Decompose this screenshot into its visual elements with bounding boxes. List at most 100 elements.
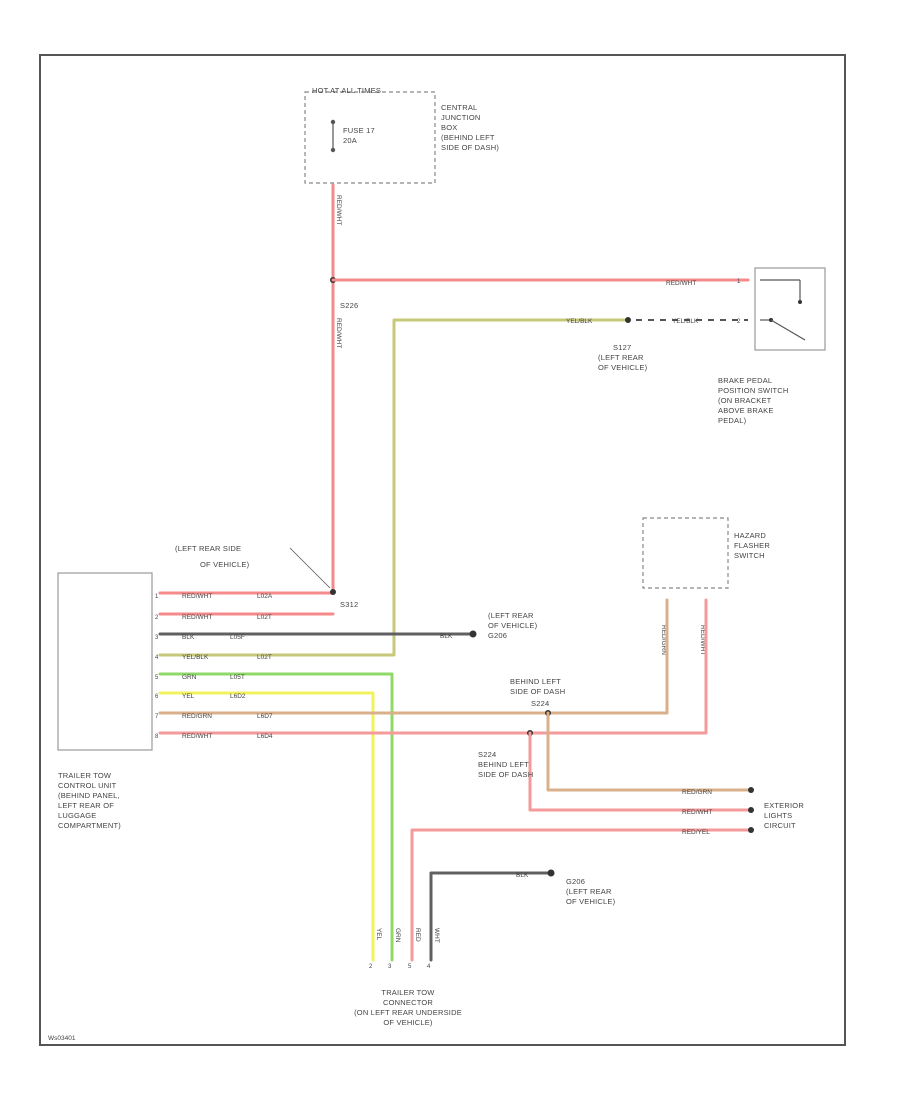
row-7-circuit: L6D7 bbox=[257, 713, 273, 720]
s312-splice bbox=[330, 589, 336, 595]
control-unit-label-4: LEFT REAR OF bbox=[58, 801, 114, 810]
g206-label-3: G206 bbox=[488, 631, 507, 640]
connector-label-4: OF VEHICLE) bbox=[383, 1018, 433, 1027]
left-rear-side-label-1: (LEFT REAR SIDE bbox=[175, 544, 241, 553]
connector-wire-yel: YEL bbox=[375, 928, 382, 941]
hazard-wire-label-left: RED/GRN bbox=[660, 625, 667, 655]
row-5-color: GRN bbox=[182, 674, 197, 681]
g206-bottom-label-2: (LEFT REAR bbox=[566, 887, 612, 896]
connector-wire-wht: WHT bbox=[433, 928, 440, 943]
behind-left-dash-label-1: BEHIND LEFT bbox=[510, 677, 561, 686]
g206-label-2: OF VEHICLE) bbox=[488, 621, 538, 630]
row-7-color: RED/GRN bbox=[182, 713, 212, 720]
brake-label-3: (ON BRACKET bbox=[718, 396, 772, 405]
wire-red-green-out bbox=[546, 711, 750, 792]
s224-behind-label-2: BEHIND LEFT bbox=[478, 760, 529, 769]
wire-label-red-grn-out: RED/GRN bbox=[682, 789, 712, 796]
behind-left-dash-label-2: SIDE OF DASH bbox=[510, 687, 565, 696]
wire-row-5-green bbox=[158, 672, 394, 962]
s224-behind-label-3: SIDE OF DASH bbox=[478, 770, 533, 779]
s312-label: S312 bbox=[340, 600, 358, 609]
connector-label-3: (ON LEFT REAR UNDERSIDE bbox=[354, 1008, 462, 1017]
ext-terminal-3 bbox=[748, 827, 754, 833]
hazard-label-2: FLASHER bbox=[734, 541, 770, 550]
control-unit-label-1: TRAILER TOW bbox=[58, 771, 112, 780]
wire-red-yellow-out bbox=[410, 828, 750, 962]
ext-terminal-2 bbox=[748, 807, 754, 813]
row-8-circuit: L6D4 bbox=[257, 733, 273, 740]
fuse-top-terminal bbox=[330, 119, 336, 125]
connector-pin-3: 3 bbox=[388, 964, 392, 970]
row-2-circuit: L02T bbox=[257, 614, 272, 621]
s127-label-3: OF VEHICLE) bbox=[598, 363, 648, 372]
left-rear-side-label-2: OF VEHICLE) bbox=[200, 560, 250, 569]
row-1-circuit: L02A bbox=[257, 593, 273, 600]
figure-id: Ws03401 bbox=[48, 1035, 76, 1042]
brake-switch-blade bbox=[770, 319, 806, 341]
control-unit-label-6: COMPARTMENT) bbox=[58, 821, 121, 830]
wire-yellow-black bbox=[158, 318, 630, 657]
diagram-frame bbox=[39, 54, 846, 1046]
row-4-color: YEL/BLK bbox=[182, 654, 209, 661]
s127-label-2: (LEFT REAR bbox=[598, 353, 644, 362]
cjb-label-1: CENTRAL bbox=[441, 103, 477, 112]
row-4-circuit: L02T bbox=[257, 654, 272, 661]
row-2-pin: 2 bbox=[155, 615, 159, 621]
exterior-lights-label-3: CIRCUIT bbox=[764, 821, 796, 830]
hazard-wire-label-right: RED/WHT bbox=[699, 625, 706, 655]
wire-row-7-red-green bbox=[158, 598, 669, 715]
wire-label-red-wht-out: RED/WHT bbox=[682, 809, 712, 816]
control-unit-label-5: LUGGAGE bbox=[58, 811, 97, 820]
brake-label-5: PEDAL) bbox=[718, 416, 747, 425]
row-3-circuit: L05F bbox=[230, 634, 245, 641]
row-3-pin: 3 bbox=[155, 635, 159, 641]
cjb-label-2: JUNCTION bbox=[441, 113, 481, 122]
wire-label-yel-blk-right: YEL/BLK bbox=[672, 318, 699, 325]
cjb-label-4: (BEHIND LEFT bbox=[441, 133, 495, 142]
s224-label: S224 bbox=[531, 699, 549, 708]
row-8-color: RED/WHT bbox=[182, 733, 212, 740]
connector-wire-grn: GRN bbox=[394, 928, 401, 943]
exterior-lights-label-1: EXTERIOR bbox=[764, 801, 804, 810]
row-1-color: RED/WHT bbox=[182, 593, 212, 600]
s226-label: S226 bbox=[340, 301, 358, 310]
control-unit-row-labels: 1 RED/WHT L02A 2 RED/WHT L02T 3 BLK L05F… bbox=[155, 593, 273, 740]
connector-wire-red: RED bbox=[414, 928, 421, 942]
fuse-label-1: FUSE 17 bbox=[343, 126, 375, 135]
brake-pin-1: 1 bbox=[737, 279, 741, 285]
g206-ground-terminal bbox=[469, 630, 477, 638]
row-2-color: RED/WHT bbox=[182, 614, 212, 621]
row-6-pin: 6 bbox=[155, 694, 159, 700]
wire-black-bottom bbox=[429, 871, 552, 962]
wire-label-red-vertical-2: RED/WHT bbox=[335, 318, 342, 348]
g206-label-1: (LEFT REAR bbox=[488, 611, 534, 620]
s224-behind-label-1: S224 bbox=[478, 750, 496, 759]
brake-label-2: POSITION SWITCH bbox=[718, 386, 789, 395]
row-8-pin: 8 bbox=[155, 734, 159, 740]
s127-splice bbox=[625, 317, 631, 323]
brake-label-1: BRAKE PEDAL bbox=[718, 376, 772, 385]
brake-switch-terminal-a bbox=[798, 300, 802, 304]
wire-label-red-wht-top: RED/WHT bbox=[666, 280, 696, 287]
connector-label-2: CONNECTOR bbox=[383, 998, 433, 1007]
connector-pin-5: 5 bbox=[408, 964, 412, 970]
g206-bottom-label-1: G206 bbox=[566, 877, 585, 886]
wire-red-white-out bbox=[528, 731, 750, 812]
brake-pedal-position-switch bbox=[754, 267, 826, 351]
hazard-flasher-switch bbox=[642, 517, 729, 589]
row-5-circuit: L05T bbox=[230, 674, 245, 681]
exterior-lights-label-2: LIGHTS bbox=[764, 811, 792, 820]
row-3-color: BLK bbox=[182, 634, 195, 641]
hazard-label-1: HAZARD bbox=[734, 531, 766, 540]
wire-row-6-yellow bbox=[158, 691, 375, 962]
fuse-label-2: 20A bbox=[343, 136, 357, 145]
g206-bottom-label-3: OF VEHICLE) bbox=[566, 897, 616, 906]
brake-pin-2: 2 bbox=[737, 319, 741, 325]
cjb-label-3: BOX bbox=[441, 123, 457, 132]
row-4-pin: 4 bbox=[155, 655, 159, 661]
control-unit-label-3: (BEHIND PANEL, bbox=[58, 791, 120, 800]
s312-leader bbox=[289, 547, 331, 589]
ext-terminal-1 bbox=[748, 787, 754, 793]
connector-label-1: TRAILER TOW bbox=[381, 988, 435, 997]
